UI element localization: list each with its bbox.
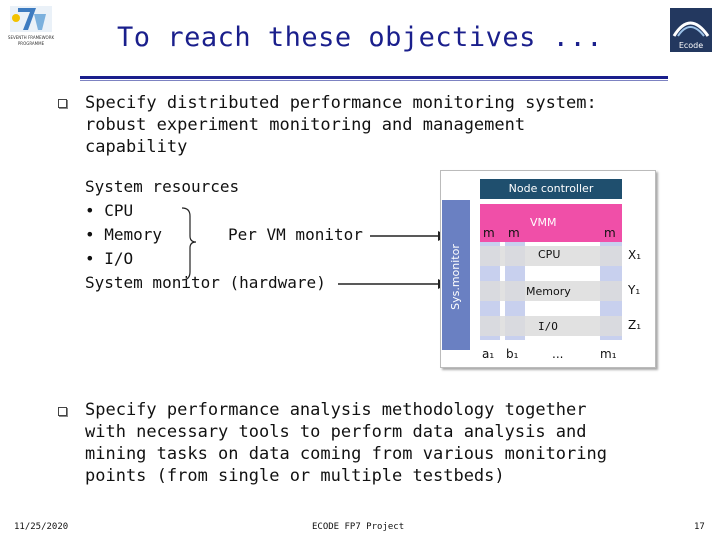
system-monitor-label: System monitor (hardware) [85,273,326,292]
title-rule-thin [80,80,668,81]
svg-text:SEVENTH FRAMEWORK: SEVENTH FRAMEWORK [8,35,55,40]
svg-text:PROGRAMME: PROGRAMME [18,41,45,46]
row-cpu-label: CPU [538,248,561,261]
sys-monitor-box [442,200,470,350]
bullet-text-2: Specify performance analysis methodology… [85,400,607,486]
label-b1: b₁ [506,347,519,361]
monitor-arrows [181,207,448,289]
fp7-logo: SEVENTH FRAMEWORK PROGRAMME [6,4,56,50]
vmm-box [480,204,622,242]
bullet-text-1: Specify distributed performance monitori… [85,93,597,157]
resource-io: • I/O [85,249,134,268]
vmm-label: VMM [530,216,557,229]
m-label-1: m [483,226,495,240]
resource-memory: • Memory [85,225,163,244]
ecode-logo: Ecode [668,6,714,54]
page-title: To reach these objectives ... [117,22,603,53]
label-a1: a₁ [482,347,495,361]
m-label-2: m [508,226,520,240]
label-ellipsis: ... [552,347,564,361]
sys-monitor-label: Sys.monitor [449,244,462,310]
ecode-logo-text: Ecode [679,41,703,50]
row-memory [480,281,622,301]
footer-date: 11/25/2020 [14,522,69,532]
bullet-icon [58,99,67,108]
label-z1: Z₁ [628,318,642,332]
label-m1: m₁ [600,347,617,361]
row-io-label: I/O [538,320,558,333]
resource-cpu: • CPU [85,201,134,220]
footer-page-number: 17 [694,522,705,532]
per-vm-monitor-label: Per VM monitor [228,225,363,244]
row-memory-label: Memory [526,285,571,298]
node-controller-box: Node controller [480,179,622,199]
diagram-frame [440,170,656,368]
label-y1: Y₁ [628,283,641,297]
row-cpu [480,246,622,266]
row-io [480,316,622,336]
m-label-right: m [604,226,616,240]
resources-heading: System resources [85,177,240,196]
node-diagram: Node controller Sys.monitor VMM m m m CP… [440,170,660,370]
footer-project: ECODE FP7 Project [312,522,405,532]
title-rule [80,76,668,79]
label-x1: X₁ [628,248,642,262]
bullet-icon [58,407,67,416]
